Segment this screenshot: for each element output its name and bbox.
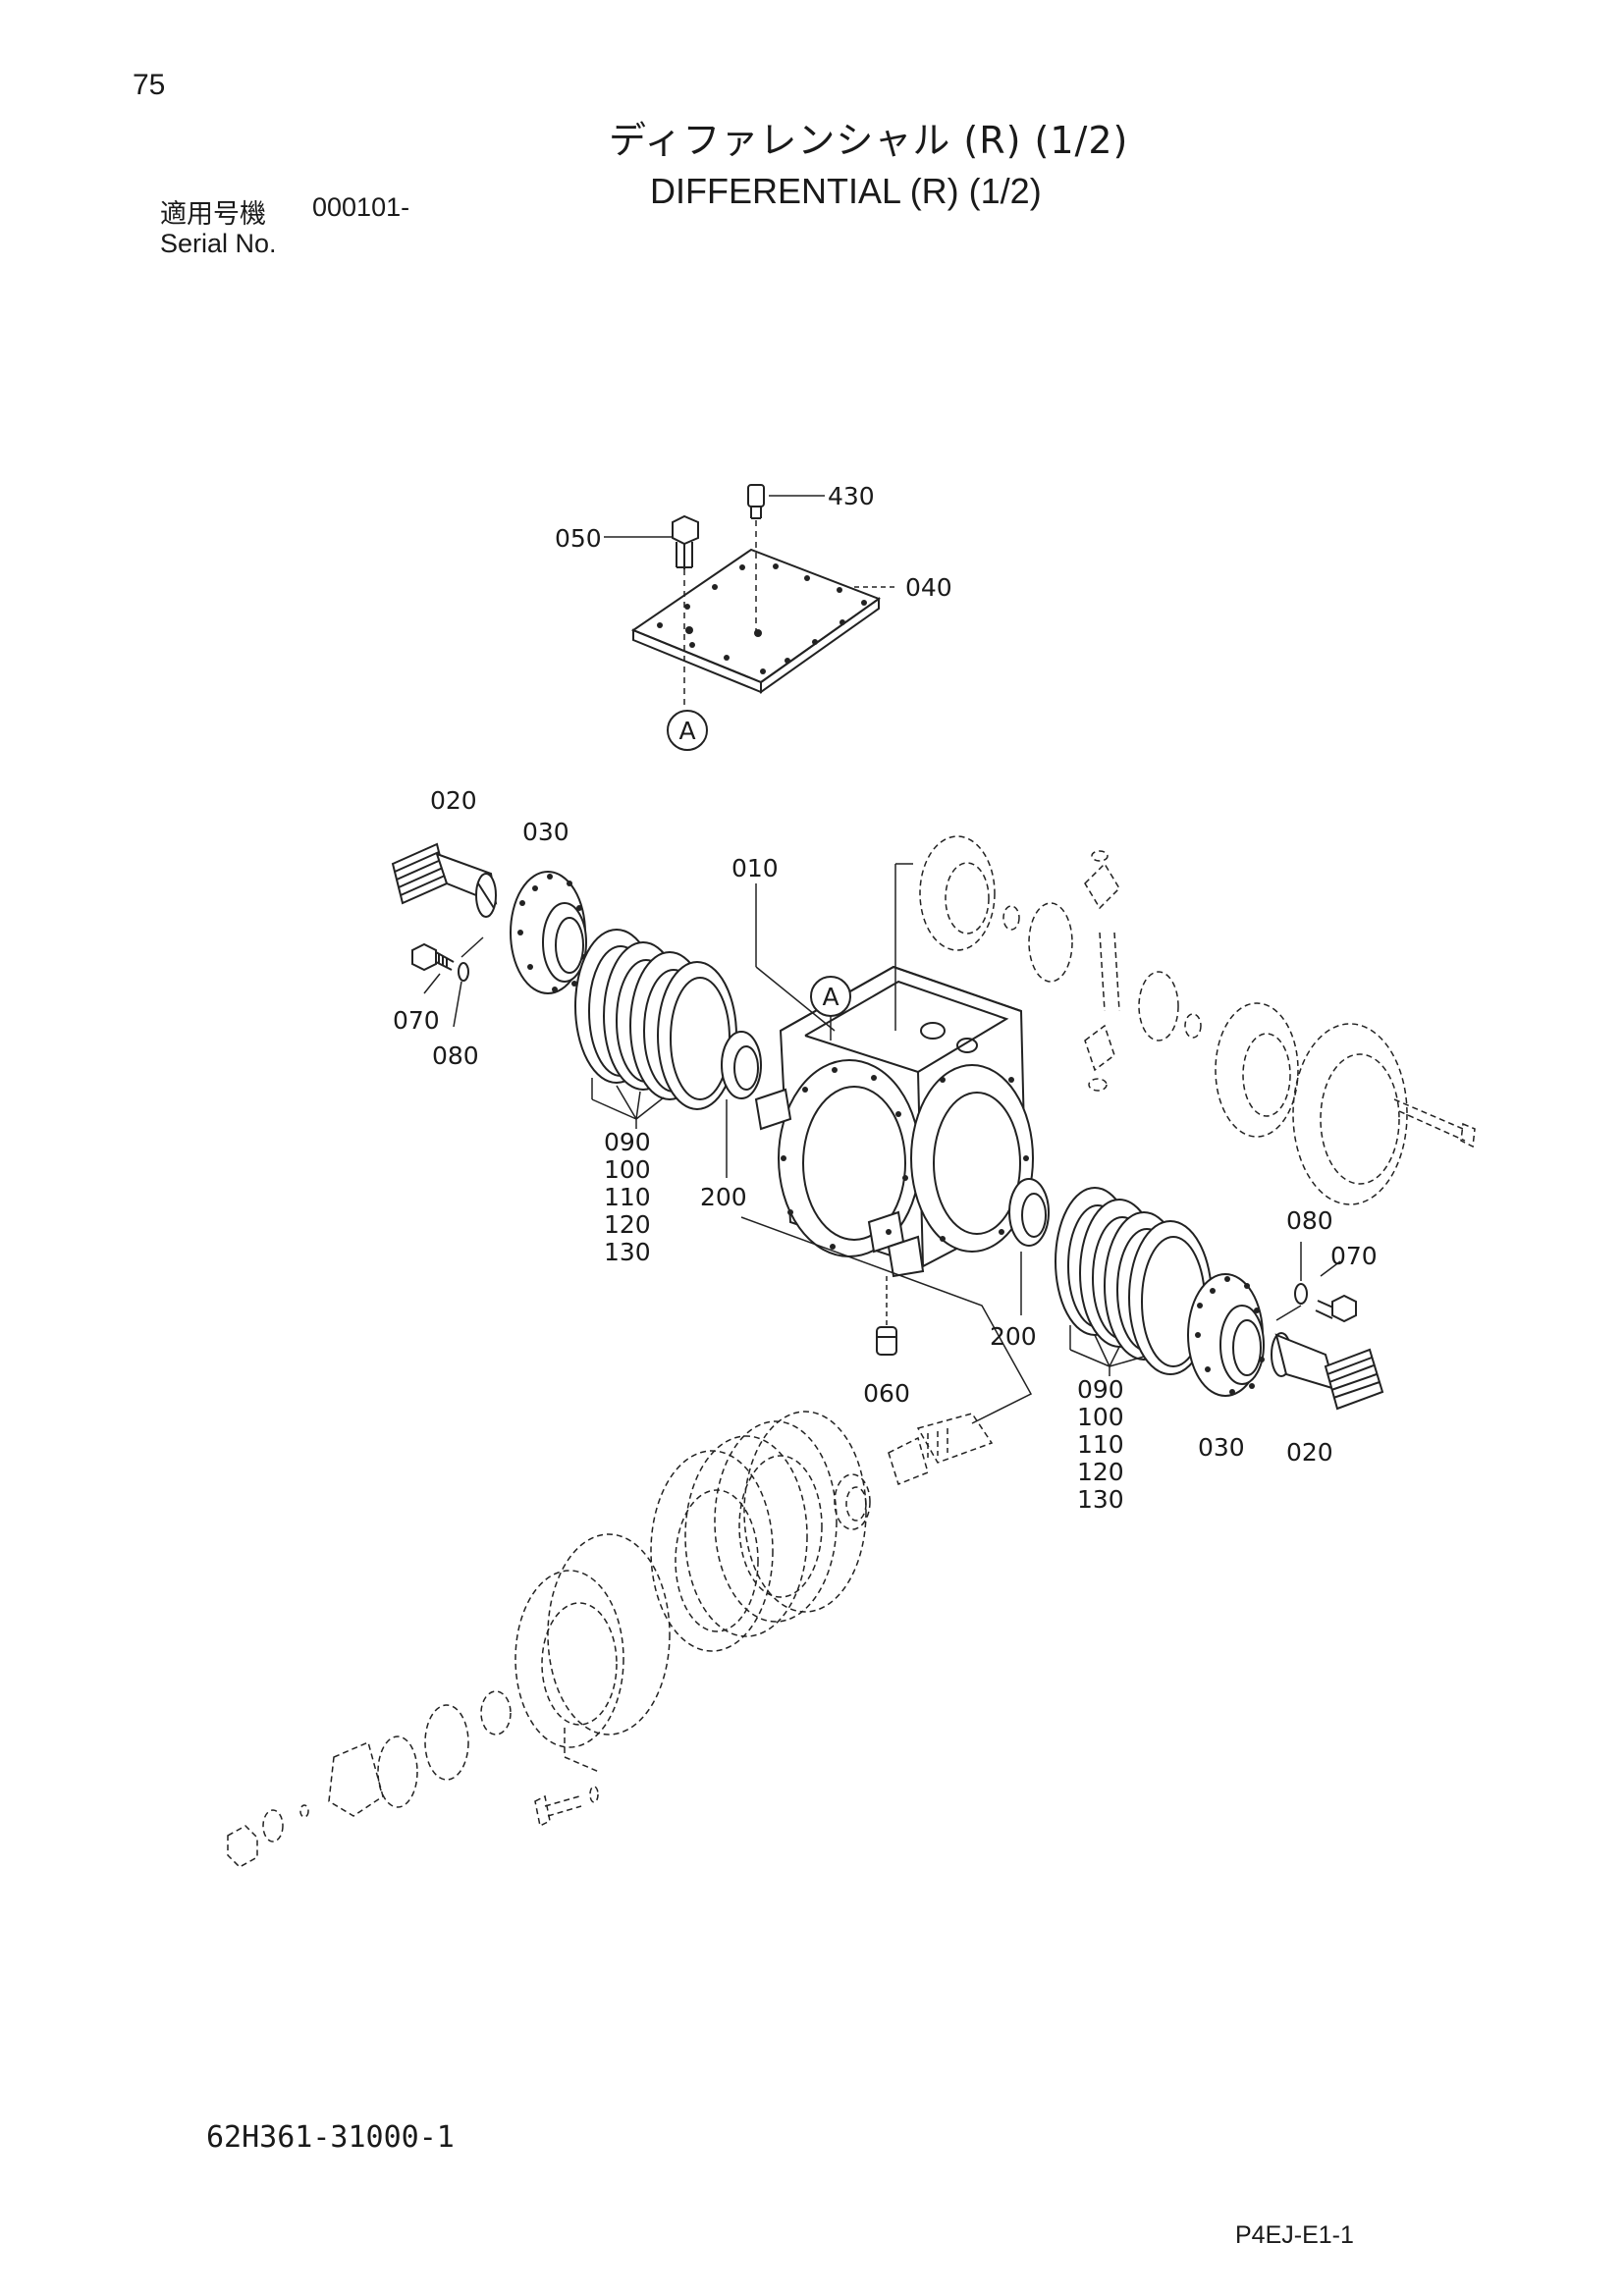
reference-circle-a-top [667,710,708,751]
differential-case-010 [754,965,1034,1278]
bolt-050 [672,514,699,569]
page-code: P4EJ-E1-1 [1235,2221,1354,2249]
label-200-right: 200 [990,1322,1037,1351]
label-120-left: 120 [604,1210,651,1239]
serial-number-value: 000101- [312,192,410,222]
label-130-left: 130 [604,1238,651,1266]
label-030-right: 030 [1198,1433,1245,1462]
label-020-left: 020 [430,786,477,815]
label-130-right: 130 [1077,1485,1124,1514]
drain-plug-060 [876,1276,897,1356]
label-060: 060 [863,1379,910,1408]
label-110-right: 110 [1077,1430,1124,1459]
label-080-left: 080 [432,1041,479,1070]
drawing-number: 62H361-31000-1 [206,2120,455,2155]
plug-430 [747,484,765,519]
flange-030-right [1187,1273,1265,1397]
axle-shaft-020-right [1271,1332,1384,1411]
page-title-english: DIFFERENTIAL (R) (1/2) [650,171,1042,211]
label-040: 040 [905,573,952,602]
label-ref-a-top: A [678,717,695,745]
label-100-right: 100 [1077,1403,1124,1431]
label-090-right: 090 [1077,1375,1124,1404]
label-070-left: 070 [393,1006,440,1035]
label-010: 010 [731,854,779,882]
adjacent-gear-assembly [919,835,1476,1205]
washer-080-left [458,962,469,982]
flange-030-left [510,871,587,994]
axle-shaft-020-left [391,842,498,918]
label-070-right: 070 [1330,1242,1378,1270]
label-090-left: 090 [604,1128,651,1156]
label-110-left: 110 [604,1183,651,1211]
page-title-japanese: ディファレンシャル (R) (1/2) [609,119,1129,162]
friction-discs-left [574,929,737,1129]
oil-seal-200-right [1008,1178,1050,1315]
label-020-right: 020 [1286,1438,1333,1467]
serial-label-english: Serial No. [160,229,277,258]
label-200-left: 200 [700,1183,747,1211]
friction-discs-right [1055,1187,1213,1376]
serial-label-japanese: 適用号機 [160,199,266,230]
label-080-right: 080 [1286,1206,1333,1235]
lower-adjacent-assembly [227,1411,994,1868]
label-120-right: 120 [1077,1458,1124,1486]
label-030-left: 030 [522,818,569,846]
oil-seal-200-left [721,1031,762,1178]
label-050: 050 [555,524,602,553]
bolt-070-right [1315,1294,1357,1323]
label-430: 430 [828,482,875,510]
page-number: 75 [133,69,166,101]
cover-plate-040 [630,548,882,694]
label-100-left: 100 [604,1155,651,1184]
bolt-070-left [411,942,455,972]
label-ref-a-case: A [822,983,839,1011]
washer-080-right [1294,1283,1308,1305]
